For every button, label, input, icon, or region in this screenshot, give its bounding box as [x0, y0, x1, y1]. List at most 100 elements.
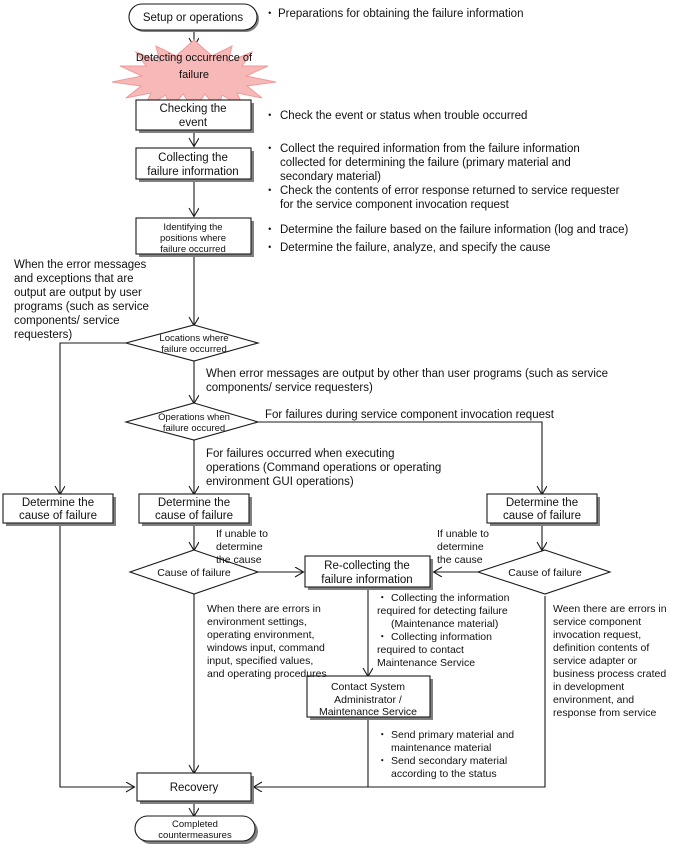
determine-right-line1: Determine the: [506, 497, 578, 509]
checking-note-bullet: ・: [264, 110, 276, 122]
node-detecting-failure-burst[interactable]: Detecting occurrence of failure: [111, 39, 277, 112]
determine-middle-shape: [138, 493, 250, 524]
unable-middle-line1: If unable to: [216, 528, 268, 540]
annotation-left-branch-note: When the error messages and exceptions t…: [14, 259, 149, 341]
node-determine-cause-left[interactable]: Determine the cause of failure: [2, 493, 116, 526]
recollect-note-b2line2: required to contact: [377, 644, 464, 656]
env-errors-note-line4: windows input, command: [206, 642, 325, 654]
end-line1: Completed: [172, 819, 218, 830]
recollect-note-b1line1: Collecting the information: [391, 592, 510, 604]
annotation-executing-note: For failures occurred when executing ope…: [206, 448, 441, 488]
identifying-note-b1line1: Determine the failure based on the failu…: [280, 224, 629, 236]
cause-right-label: Cause of failure: [508, 567, 582, 579]
recollecting-shape: [304, 555, 431, 588]
executing-note-line3: environment GUI operations): [206, 476, 354, 488]
checking-event-line1: Checking the: [159, 103, 226, 115]
recovery-shape: [136, 772, 252, 802]
recollect-note-b1line3: (Maintenance material): [391, 618, 498, 630]
recollecting-line1: Re-collecting the: [324, 560, 410, 572]
node-completed-countermeasures[interactable]: Completed countermeasures: [134, 815, 258, 844]
edge-locations-to-determine-left: [60, 342, 126, 494]
determine-right-shape: [486, 493, 598, 524]
executing-note-line1: For failures occurred when executing: [206, 448, 395, 460]
node-recollecting-failure-information[interactable]: Re-collecting the failure information: [304, 555, 433, 590]
node-collecting-failure-information[interactable]: Collecting the failure information: [135, 147, 254, 182]
annotation-collecting-note: ・ Collect the required information from …: [264, 143, 620, 211]
burst-label-line1: Detecting occurrence of: [136, 52, 253, 64]
send-material-note-b1line1: Send primary material and: [391, 729, 514, 741]
node-cause-decision-right[interactable]: Cause of failure: [476, 549, 612, 595]
node-determine-cause-middle[interactable]: Determine the cause of failure: [138, 493, 252, 526]
operations-decision-line2: failure occured: [163, 423, 225, 434]
env-errors-note-line3: operating environment,: [207, 629, 314, 641]
other-programs-note-line2: components/ service requesters): [206, 382, 373, 394]
left-branch-note-line6: requesters): [14, 329, 72, 341]
annotation-unable-right: If unable to determine the cause: [437, 528, 489, 566]
annotation-unable-middle: If unable to determine the cause: [216, 528, 268, 566]
unable-right-line2: determine: [437, 541, 484, 553]
node-operations-decision[interactable]: Operations when failure occured: [123, 402, 260, 441]
determine-right-line2: cause of failure: [503, 510, 581, 522]
left-branch-note-line3: output are output by user: [14, 287, 142, 299]
service-errors-note-line2: service component: [553, 616, 641, 628]
identifying-positions-line1: Identifying the: [163, 222, 222, 233]
collecting-note-b2line2: for the service component invocation req…: [280, 199, 510, 211]
unable-right-line3: the cause: [437, 554, 483, 566]
left-branch-note-line1: When the error messages: [14, 259, 147, 271]
annotation-service-errors-note: Ween there are errors in service compone…: [553, 603, 667, 719]
node-identifying-positions[interactable]: Identifying the positions where failure …: [135, 217, 254, 257]
annotation-env-errors-note: When there are errors in environment set…: [206, 603, 327, 680]
invocation-note-line1: For failures during service component in…: [265, 409, 555, 421]
node-contact-system-administrator[interactable]: Contact System Administrator / Maintenan…: [306, 675, 433, 720]
start-label: Setup or operations: [143, 12, 244, 24]
service-errors-note-line7: in development: [553, 681, 624, 693]
env-errors-note-line5: input, specified values,: [207, 655, 313, 667]
node-recovery[interactable]: Recovery: [136, 772, 254, 804]
annotation-send-material-note: ・ Send primary material and maintenance …: [377, 729, 514, 780]
node-start[interactable]: Setup or operations: [128, 3, 259, 32]
identifying-note-bullet2: ・: [264, 242, 276, 254]
node-cause-decision-middle[interactable]: Cause of failure: [128, 549, 260, 595]
node-checking-event[interactable]: Checking the event: [135, 99, 254, 133]
connectors: [60, 32, 545, 816]
send-material-note-bullet2: ・: [377, 755, 388, 767]
checking-event-line2: event: [179, 117, 208, 129]
collecting-note-b2line1: Check the contents of error response ret…: [280, 185, 620, 197]
env-errors-note-line2: environment settings,: [207, 616, 307, 628]
checking-note-line1: Check the event or status when trouble o…: [280, 110, 527, 122]
annotation-other-programs-note: When error messages are output by other …: [206, 368, 608, 394]
edge-cause-right-to-recovery: [254, 596, 546, 788]
contact-shape: [306, 675, 431, 718]
end-line2: countermeasures: [158, 830, 232, 841]
cause-middle-label: Cause of failure: [157, 567, 231, 579]
collecting-info-line1: Collecting the: [158, 152, 228, 164]
determine-middle-line2: cause of failure: [155, 510, 233, 522]
annotation-recollect-note: ・ Collecting the information required fo…: [377, 592, 510, 669]
determine-left-shape: [2, 493, 114, 524]
service-errors-note-line6: business process crated: [553, 668, 666, 680]
start-note-bullet: ・: [264, 8, 276, 20]
unable-middle-line3: the cause: [216, 554, 262, 566]
node-determine-cause-right[interactable]: Determine the cause of failure: [486, 493, 600, 526]
service-errors-note-line8: environment, and: [553, 694, 634, 706]
burst-label-line2: failure: [179, 69, 209, 81]
annotation-checking-note: ・ Check the event or status when trouble…: [264, 110, 527, 122]
checking-event-shape: [135, 99, 252, 131]
unable-right-line1: If unable to: [437, 528, 489, 540]
collecting-info-line2: failure information: [147, 166, 238, 178]
determine-middle-line1: Determine the: [158, 497, 230, 509]
recollect-note-b2line3: Maintenance Service: [377, 657, 475, 669]
edge-determine-left-to-recovery: [59, 524, 134, 787]
collecting-note-b1line1: Collect the required information from th…: [280, 143, 580, 155]
end-shape: [134, 815, 256, 842]
identifying-note-bullet1: ・: [264, 224, 276, 236]
collecting-note-bullet2: ・: [264, 185, 276, 197]
collecting-note-b1line3: secondary material): [280, 171, 381, 183]
operations-decision-line1: Operations when: [158, 412, 230, 423]
recovery-label: Recovery: [170, 782, 219, 794]
send-material-note-b1line2: maintenance material: [391, 742, 491, 754]
locations-decision-line2: failure occurred: [161, 344, 226, 355]
node-locations-decision[interactable]: Locations where failure occurred: [123, 324, 261, 362]
